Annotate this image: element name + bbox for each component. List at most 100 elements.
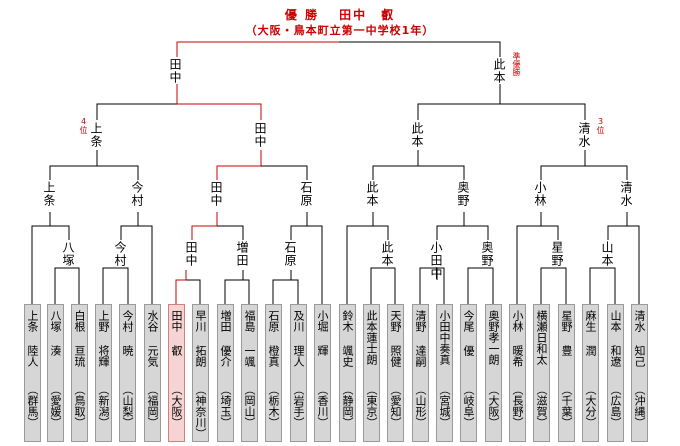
final-right-name: 此本 (492, 58, 506, 84)
player-prefecture: （愛知） (389, 384, 402, 428)
player-name: 早川 拓朗 (194, 310, 207, 367)
player-box-6: 水谷 元気 （福岡） (144, 304, 161, 442)
semi-a-name: 上条 (89, 122, 103, 148)
player-prefecture: （東京） (365, 384, 378, 428)
player-name: 石原 橙真 (267, 310, 280, 367)
r3-name-6: 此本 (380, 241, 394, 267)
bracket-line-segment (436, 212, 489, 240)
bracket-line-segment (339, 41, 501, 57)
champion-school: （大阪・鳥本町立第一中学校1年） (245, 24, 435, 37)
semi-b-name: 田中 (253, 122, 267, 148)
semi-d-name: 清水 (577, 122, 591, 148)
player-name: 福島 一颯 (243, 310, 256, 367)
player-box-23: 星野 豊 （千葉） (558, 304, 575, 442)
player-box-9: 増田 優介（埼玉） (217, 304, 234, 442)
player-prefecture: （静岡） (341, 384, 354, 428)
qf-name-7: 小林 (533, 181, 547, 207)
player-prefecture: （栃木） (267, 384, 280, 428)
player-box-5: 今村 暁 （山梨） (119, 304, 136, 442)
qf-name-8: 清水 (619, 181, 633, 207)
player-prefecture: （鳥取） (73, 384, 86, 428)
final-left-name: 田中 (168, 58, 182, 84)
player-name: 及川 理人 (292, 310, 305, 367)
qf-name-4: 石原 (299, 181, 313, 207)
bracket-line-segment (102, 267, 129, 304)
player-name: 水谷 元気 (146, 310, 159, 367)
bracket-line-segment (261, 165, 308, 180)
player-box-16: 天野 照健 （愛知） (387, 304, 404, 442)
r3-name-1: 八塚 (61, 241, 75, 267)
player-box-15: 此本蓮士朗（東京） (363, 304, 380, 442)
player-prefecture: （滋賀） (535, 384, 548, 428)
player-name: 増田 優介 (219, 310, 232, 367)
player-prefecture: （大阪） (487, 384, 500, 428)
bracket-line-segment (516, 212, 559, 304)
player-name: 清水 知己 (633, 310, 646, 367)
player-name: 白根 亘琉 (73, 310, 86, 367)
r3-name-2: 今村 (113, 241, 127, 267)
player-name: 奥野孝一朗 (487, 310, 500, 365)
player-name: 天野 照健 (389, 310, 402, 367)
bracket-line-segment (346, 212, 389, 304)
player-box-2: 八塚 湊（愛媛） (47, 304, 64, 442)
qf-name-2: 今村 (130, 181, 144, 207)
player-name: 麻生 潤 (584, 310, 597, 356)
player-box-3: 白根 亘琉 （鳥取） (71, 304, 88, 442)
bracket-line-segment (54, 267, 80, 304)
player-name: 今村 暁 (121, 310, 134, 356)
player-name: 今尾 優 (462, 310, 475, 356)
player-box-22: 横瀬日和太（滋賀） (533, 304, 550, 442)
player-prefecture: （沖縄） (633, 384, 646, 428)
player-prefecture: （岩手） (292, 384, 305, 428)
bracket-line-segment (372, 150, 465, 180)
r3-name-7: 小田中 (429, 241, 443, 280)
bracket-line-segment (272, 270, 299, 304)
player-box-18: 小田中奏真（宮城） (436, 304, 453, 442)
player-prefecture: （宮城） (438, 384, 451, 428)
player-prefecture: （福岡） (146, 384, 159, 428)
bracket-line-segment (224, 270, 250, 304)
player-name: 小林 暖希 (511, 310, 524, 367)
player-prefecture: （大分） (584, 384, 597, 428)
player-name: 鈴木 颯史 (341, 310, 354, 367)
player-name: 清野 達嗣 (414, 310, 427, 367)
bracket-line-segment (31, 212, 70, 304)
r3-name-8: 奥野 (480, 241, 494, 267)
r3-name-9: 星野 (550, 241, 564, 267)
player-name: 星野 豊 (560, 310, 573, 356)
bracket-line-segment (417, 84, 501, 120)
player-box-7: 田中 叡（大阪） (168, 304, 185, 442)
player-box-12: 及川 理人 （岩手） (290, 304, 307, 442)
player-prefecture: （岡山） (243, 384, 256, 428)
player-prefecture: （広島） (609, 384, 622, 428)
player-box-24: 麻生 潤 （大分） (582, 304, 599, 442)
winner-path-segment (176, 41, 339, 57)
player-name: 八塚 湊 (49, 310, 62, 356)
semi-a-rank: 4位 (79, 117, 88, 134)
champion-line: 優 勝 田中 叡 (284, 8, 396, 22)
qf-name-6: 奥野 (456, 181, 470, 207)
player-prefecture: （山梨） (121, 384, 134, 428)
winner-path-segment (177, 103, 262, 120)
player-box-17: 清野 達嗣 （山形） (412, 304, 429, 442)
player-prefecture: （千葉） (560, 384, 573, 428)
player-box-4: 上野 将輝（新潟） (95, 304, 112, 442)
bracket-line-segment (217, 225, 244, 240)
qf-name-5: 此本 (365, 181, 379, 207)
player-name: 田中 叡 (170, 310, 183, 356)
r3-name-10: 山本 (600, 241, 614, 267)
player-box-21: 小林 暖希（長野） (509, 304, 526, 442)
player-prefecture: （新潟） (97, 384, 110, 428)
player-name: 山本 和遼 (609, 310, 622, 367)
player-box-8: 早川 拓朗（神奈川） (192, 304, 209, 442)
bracket-line-segment (120, 212, 153, 304)
winner-path-segment (216, 165, 261, 180)
runner-up-label: 準優勝 (512, 52, 521, 76)
player-prefecture: （山形） (414, 384, 427, 428)
bracket-line-segment (186, 279, 201, 304)
r3-name-4: 増田 (235, 241, 249, 267)
player-name: 小堀 輝 (316, 310, 329, 356)
bracket-line-segment (540, 150, 628, 180)
bracket-line-segment (540, 267, 567, 304)
